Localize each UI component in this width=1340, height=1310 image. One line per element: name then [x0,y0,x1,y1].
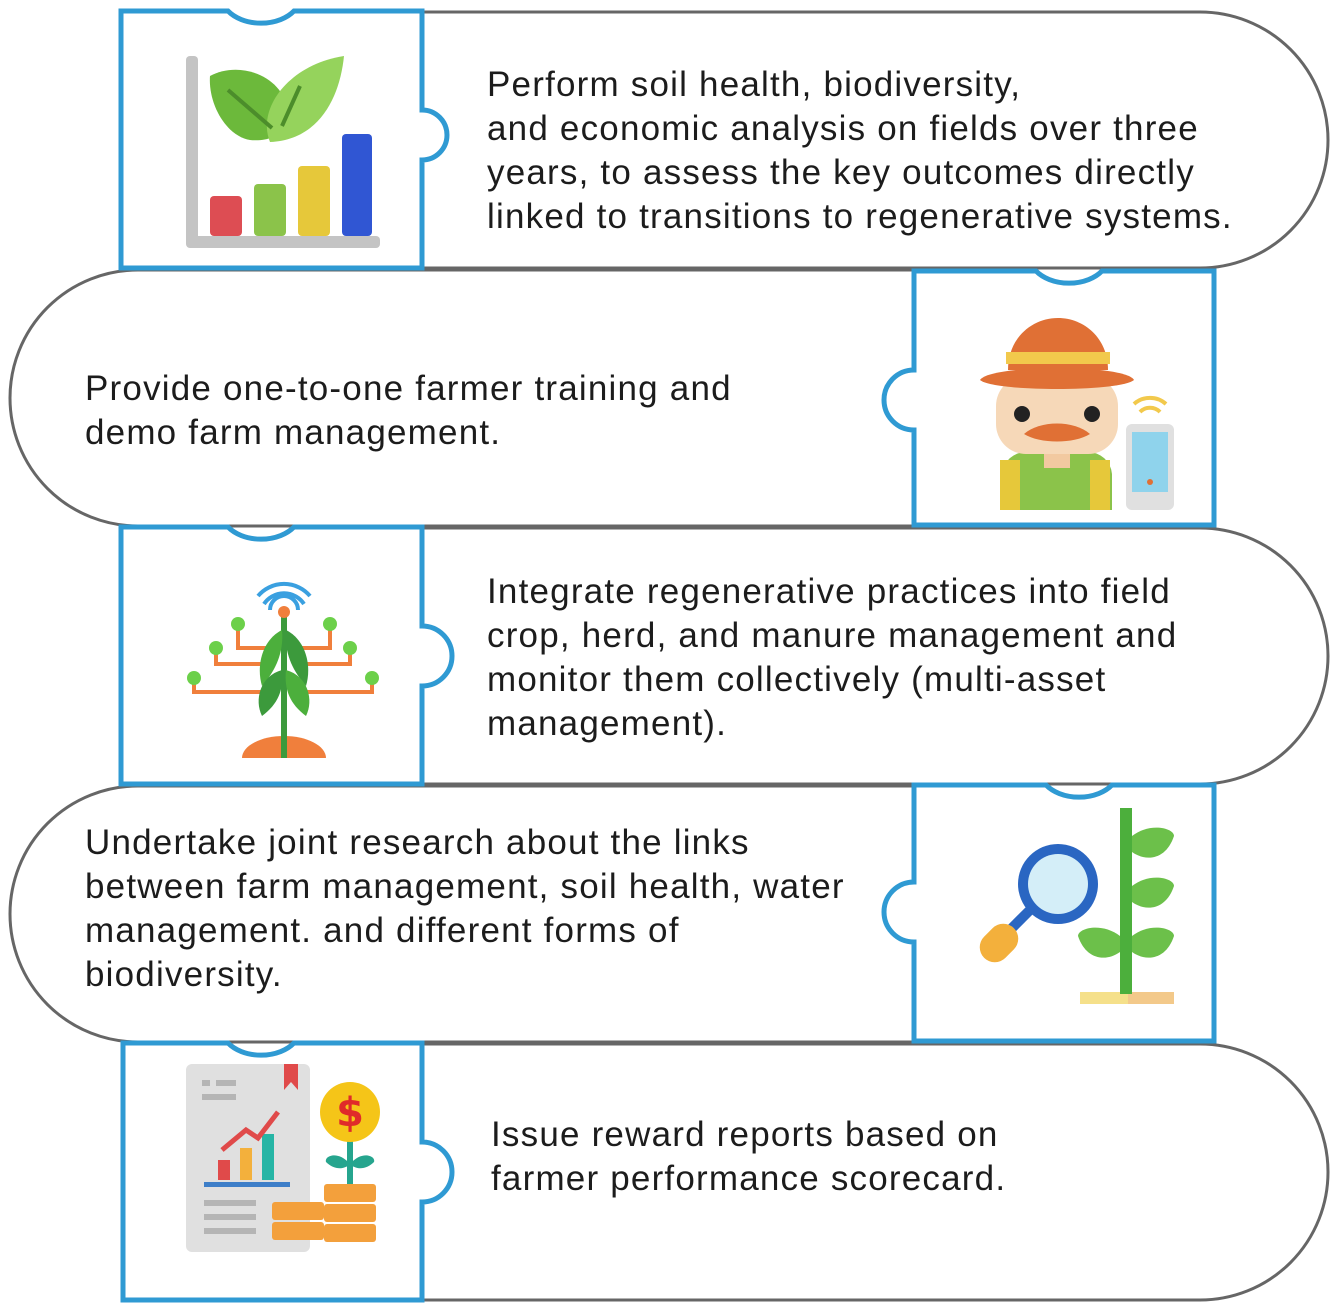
step-1-description: Perform soil health, biodiversity, and e… [487,65,1233,236]
farmer-with-smartphone-icon [980,318,1174,510]
step-4-outline [8,784,912,1044]
step-4-description: Undertake joint research about the links… [85,823,845,994]
step-5-description: Issue reward reports based on farmer per… [491,1115,1007,1198]
step-3-outline [422,526,1330,786]
step-5-outline [424,1042,1330,1302]
step-2-outline [8,268,912,528]
reward-report-coins-icon: $ [186,1064,380,1252]
step-3-description: Integrate regenerative practices into fi… [487,572,1178,743]
magnifier-plant-icon [979,808,1174,1004]
step-2-description: Provide one-to-one farmer training and d… [85,369,732,452]
leaf-bar-chart-icon [186,56,380,248]
step-1-outline [422,10,1330,270]
connected-smart-plant-icon [187,581,379,758]
svg-text:$: $ [336,1090,364,1136]
